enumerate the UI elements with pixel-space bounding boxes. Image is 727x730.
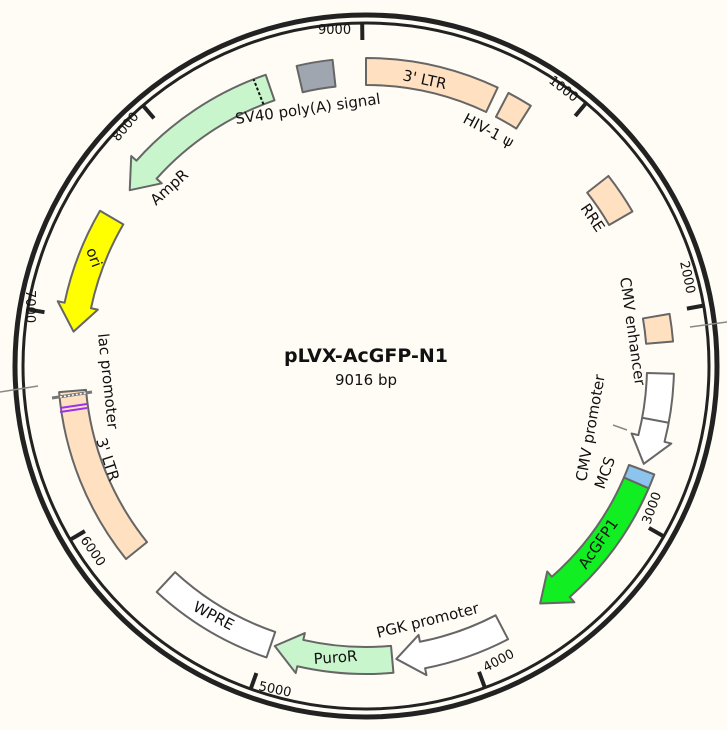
label-mcs: MCS: [591, 454, 619, 491]
feature-puror[interactable]: [273, 632, 395, 675]
feature-cmv-enhancer[interactable]: [641, 312, 675, 345]
feature-sv40-polya[interactable]: [295, 58, 337, 94]
tick-label-2000: 2000: [676, 260, 698, 295]
marker-line: [612, 424, 628, 431]
feature-acgfp1[interactable]: [539, 476, 650, 605]
plasmid-length: 9016 bp: [335, 371, 397, 389]
feature-ltr3-left[interactable]: [58, 388, 149, 561]
tick-1000: [573, 102, 588, 118]
tick-8000: [142, 104, 156, 120]
plasmid-name: pLVX-AcGFP-N1: [284, 345, 448, 367]
label-puror: PuroR: [313, 647, 358, 668]
tick-label-8000: 8000: [110, 110, 143, 145]
tick-label-7000: 7000: [22, 290, 37, 323]
cmv-divider: [642, 416, 669, 424]
feature-rre[interactable]: [586, 174, 634, 227]
tick-5000: [249, 672, 259, 689]
tick-label-5000: 5000: [257, 679, 292, 701]
tick-label-4000: 4000: [481, 647, 517, 676]
feature-cmv-promoter[interactable]: [630, 372, 675, 465]
label-lac-promoter: lac promoter: [94, 333, 122, 431]
tick-label-6000: 6000: [77, 534, 108, 570]
tick-3000: [647, 526, 664, 538]
lac-promoter-feature[interactable]: [51, 390, 93, 413]
tick-marks: [28, 23, 704, 689]
label-ori: ori: [82, 245, 106, 269]
feature-pgk-promoter[interactable]: [395, 614, 510, 677]
backbone-ring: [12, 12, 720, 720]
feature-ampr[interactable]: [128, 73, 276, 192]
feature-ori[interactable]: [56, 209, 125, 333]
marker-line: [689, 321, 727, 328]
feature-wpre[interactable]: [155, 571, 277, 659]
tick-label-9000: 9000: [318, 23, 351, 38]
tick-2000: [686, 303, 704, 311]
tick-7000: [28, 307, 45, 315]
marker-line: [0, 385, 39, 393]
tick-6000: [70, 529, 86, 541]
tick-4000: [477, 671, 487, 688]
features: [56, 57, 675, 677]
feature-hiv1-psi[interactable]: [494, 91, 532, 130]
feature-ltr3-top[interactable]: [365, 57, 499, 113]
ampr-promoter-divider: [252, 78, 265, 105]
